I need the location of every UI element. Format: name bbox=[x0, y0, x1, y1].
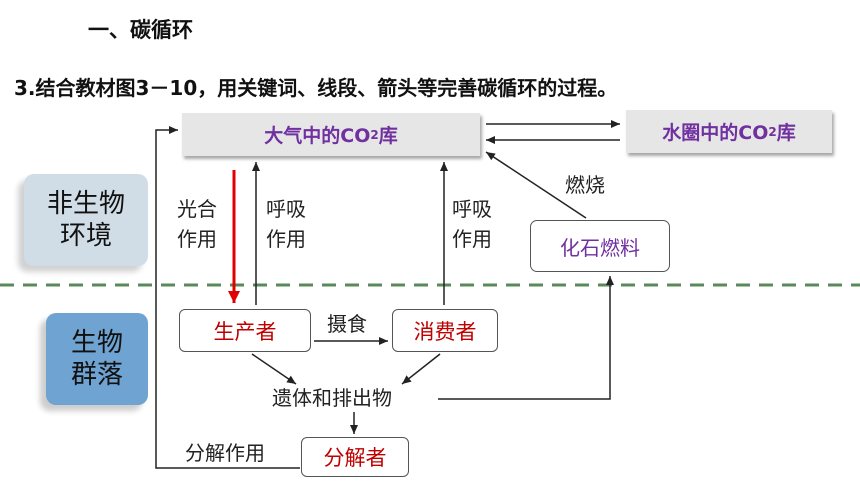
abiotic-environment-zone: 非生物环境 bbox=[24, 174, 148, 266]
respiration-label-producer: 呼吸作用 bbox=[266, 197, 306, 251]
photosynthesis-label: 光合作用 bbox=[177, 197, 217, 251]
arrow-decomposition bbox=[155, 126, 300, 469]
arrow-producer-remains bbox=[251, 353, 297, 385]
arrow-consumer-remains bbox=[401, 353, 441, 385]
combustion-label: 燃烧 bbox=[565, 173, 605, 197]
respiration-label-consumer: 呼吸作用 bbox=[452, 197, 492, 251]
ingestion-label: 摄食 bbox=[327, 312, 367, 336]
consumer-box: 消费者 bbox=[392, 309, 498, 352]
question-text: 3.结合教材图3－10，用关键词、线段、箭头等完善碳循环的过程。 bbox=[14, 76, 618, 100]
decomposer-box: 分解者 bbox=[301, 437, 409, 477]
arrow-combustion bbox=[485, 151, 587, 219]
producer-box: 生产者 bbox=[179, 309, 311, 352]
decomposition-label: 分解作用 bbox=[185, 441, 265, 465]
section-title: 一、碳循环 bbox=[88, 18, 193, 42]
remains-label: 遗体和排出物 bbox=[272, 386, 392, 410]
fossil-fuel-box: 化石燃料 bbox=[530, 220, 670, 272]
biotic-community-zone: 生物群落 bbox=[46, 313, 148, 405]
arrow-remains-fossil bbox=[438, 276, 614, 400]
